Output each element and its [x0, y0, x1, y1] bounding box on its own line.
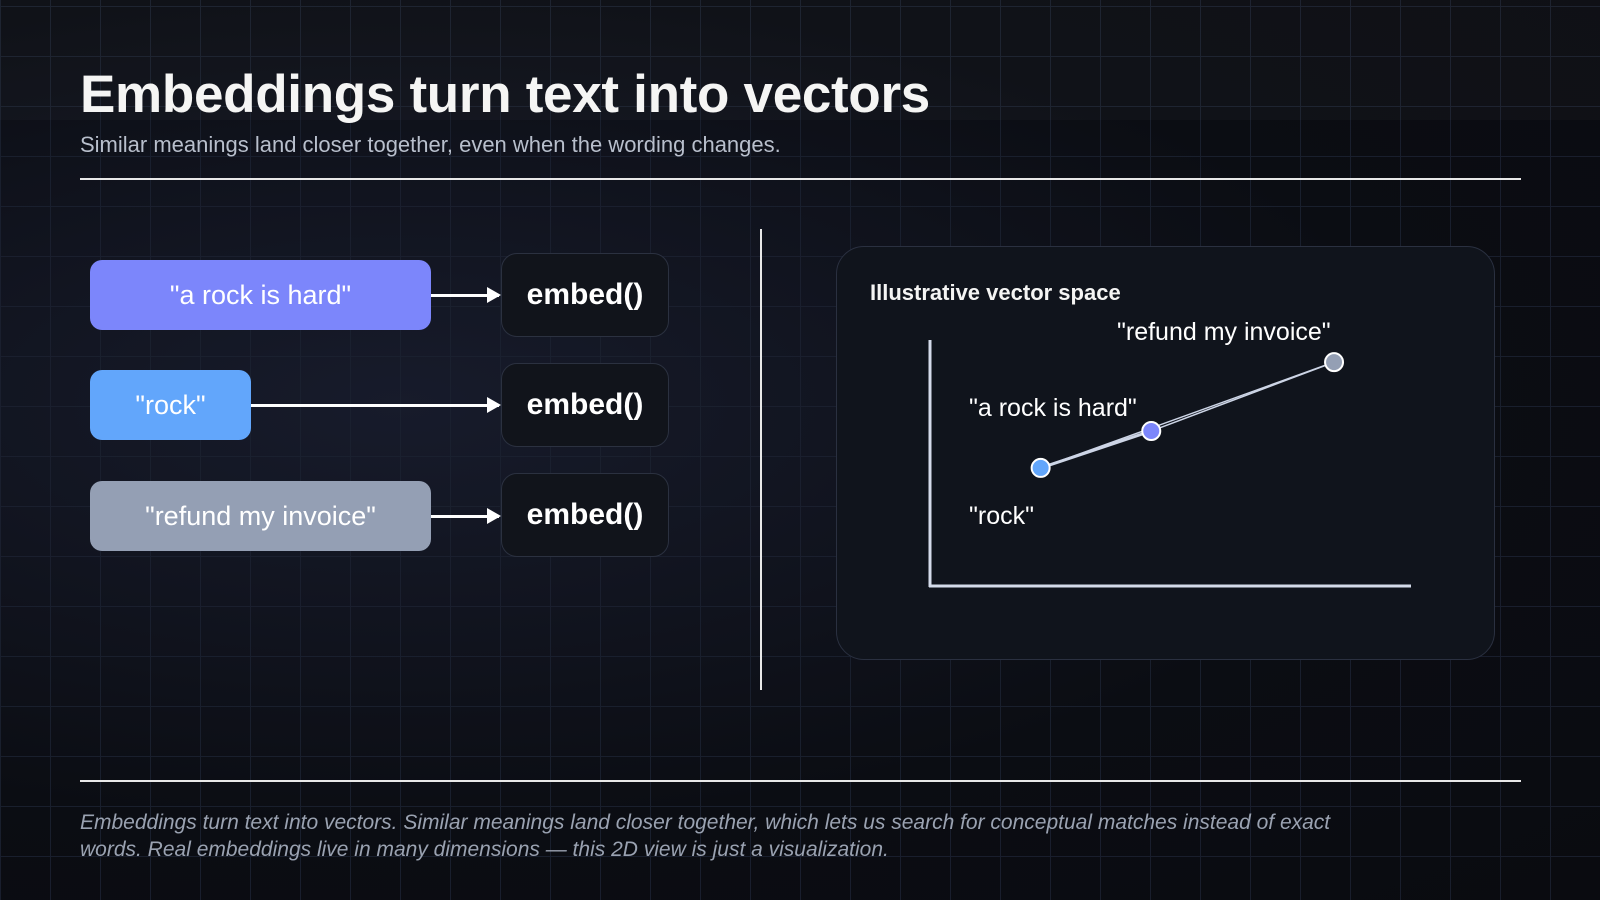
vector-space-title: Illustrative vector space — [870, 280, 1121, 305]
arrow-icon — [431, 287, 501, 303]
embed-function-box: embed() — [501, 363, 669, 447]
page-title: Embeddings turn text into vectors — [80, 65, 930, 124]
input-text-pill: "refund my invoice" — [90, 481, 431, 551]
footer-caption: Embeddings turn text into vectors. Simil… — [80, 811, 1331, 861]
vector-point — [1141, 421, 1162, 442]
header-divider — [80, 178, 1521, 180]
input-text-pill: "a rock is hard" — [90, 260, 431, 330]
embed-function-box: embed() — [501, 253, 669, 337]
vector-point — [1324, 352, 1345, 373]
point-label-rock-is-hard: "a rock is hard" — [969, 394, 1137, 422]
point-label-rock: "rock" — [969, 502, 1034, 530]
arrow-icon — [431, 508, 501, 524]
arrow-icon — [251, 397, 501, 413]
section-divider — [760, 229, 762, 690]
footer-divider — [80, 780, 1521, 782]
vector-point — [1030, 457, 1051, 478]
embed-function-box: embed() — [501, 473, 669, 557]
similarity-link — [1150, 361, 1335, 432]
page-subtitle: Similar meanings land closer together, e… — [80, 132, 781, 157]
input-text-pill: "rock" — [90, 370, 251, 440]
vector-space-card — [836, 246, 1495, 660]
point-label-refund: "refund my invoice" — [1117, 318, 1331, 346]
